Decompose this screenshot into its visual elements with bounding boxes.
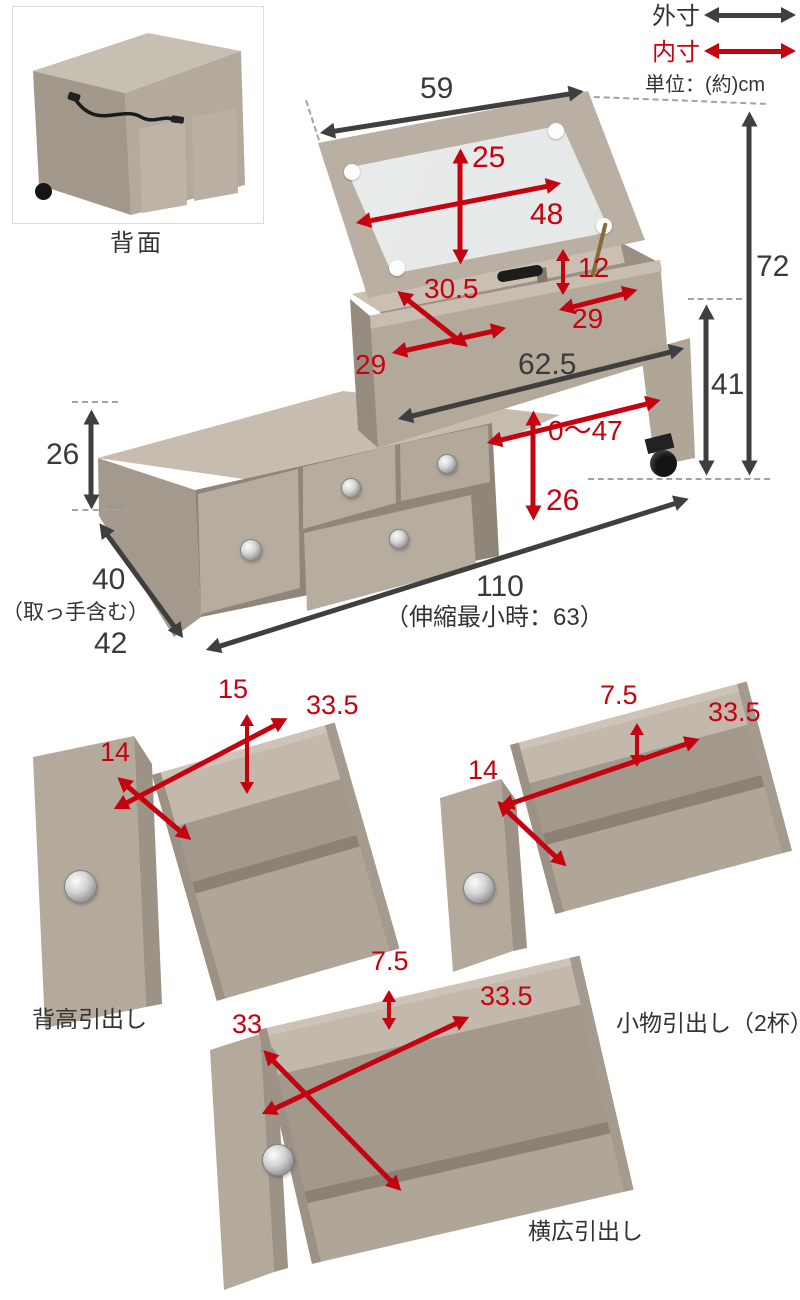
label-tray-depth: 29 [355,349,387,380]
chest-knob-small1 [341,478,361,498]
label-mirror-height: 25 [472,141,506,174]
small-drawer-knob [463,872,495,904]
label-total-height: 72 [756,250,790,283]
label-width-note: （伸縮最小時：63） [385,604,604,631]
label-depth-note: （取っ手含む） [2,601,149,624]
tall-drawer-box [152,722,400,1001]
label-total-width: 110 [476,570,524,603]
arrow-wide-height [387,990,391,1030]
label-small-width: 14 [468,755,499,785]
legend-inner-arrow [704,43,796,59]
label-chest-height: 26 [46,438,80,471]
label-under-clearance: 26 [546,484,580,517]
mirror-clip-bl [389,260,405,276]
dash-floor-right [588,478,770,480]
dash-lid-corner [305,100,320,141]
label-tray-right-width: 29 [572,303,604,334]
label-small-height: 7.5 [600,680,638,710]
label-mirror-width: 48 [530,198,564,231]
label-wide-length: 33.5 [480,981,533,1011]
chest-knob-wide [389,529,409,549]
label-wide-height: 7.5 [371,946,409,976]
legend-outer-arrow [704,7,796,23]
dash-table-top [688,298,742,300]
chest-knob-tall [240,539,262,561]
label-depth-with-handle: 42 [94,627,128,660]
dash-chest-bottom-left [72,509,130,511]
label-depth: 40 [92,563,126,596]
dash-top-right [593,96,766,105]
arrow-chest-height [88,410,94,510]
label-tall-height: 15 [218,674,249,704]
photo-caption: 背面 [110,230,164,257]
dash-chest-top-left [72,401,118,403]
wide-drawer-knob [262,1144,294,1176]
tall-drawer-knob [64,870,97,903]
caster-wheel [650,450,677,477]
legend-inner-label: 内寸 [652,39,700,66]
label-table-height: 41 [711,368,745,401]
arrow-mirror-height [457,149,463,265]
label-wide-drawer: 横広引出し [528,1218,643,1244]
mirror-clip-tr [548,123,564,139]
photo-caster [35,183,52,200]
arrow-under-clearance [530,411,536,521]
arrow-table-height [703,305,709,476]
legend-unit-note: 単位：(約)cm [645,74,765,96]
label-tray-left-width: 30.5 [424,273,479,304]
label-small-drawer: 小物引出し（2杯） [616,1010,800,1036]
arrow-total-height [746,112,752,476]
mirror-clip-tl [344,164,360,180]
photo-cable [67,91,185,124]
arrow-tall-height [245,714,249,794]
label-lid-width: 59 [420,72,454,105]
label-wide-width: 33 [232,1009,263,1039]
label-tray-depth-right: 12 [578,252,610,283]
label-small-length: 33.5 [708,697,761,727]
photo-panel-right [192,109,238,201]
label-tall-width: 14 [100,737,131,767]
arrow-tray-depth-right [561,249,565,295]
label-slide-range: 0～47 [548,415,623,446]
legend-outer-label: 外寸 [652,3,700,30]
photo-panel-left [139,119,187,213]
chest-knob-small2 [437,454,457,474]
label-tall-drawer: 背高引出し [32,1006,147,1032]
label-tall-length: 33.5 [306,690,359,720]
back-view-photo [12,6,264,224]
label-tabletop-width: 62.5 [518,348,577,381]
